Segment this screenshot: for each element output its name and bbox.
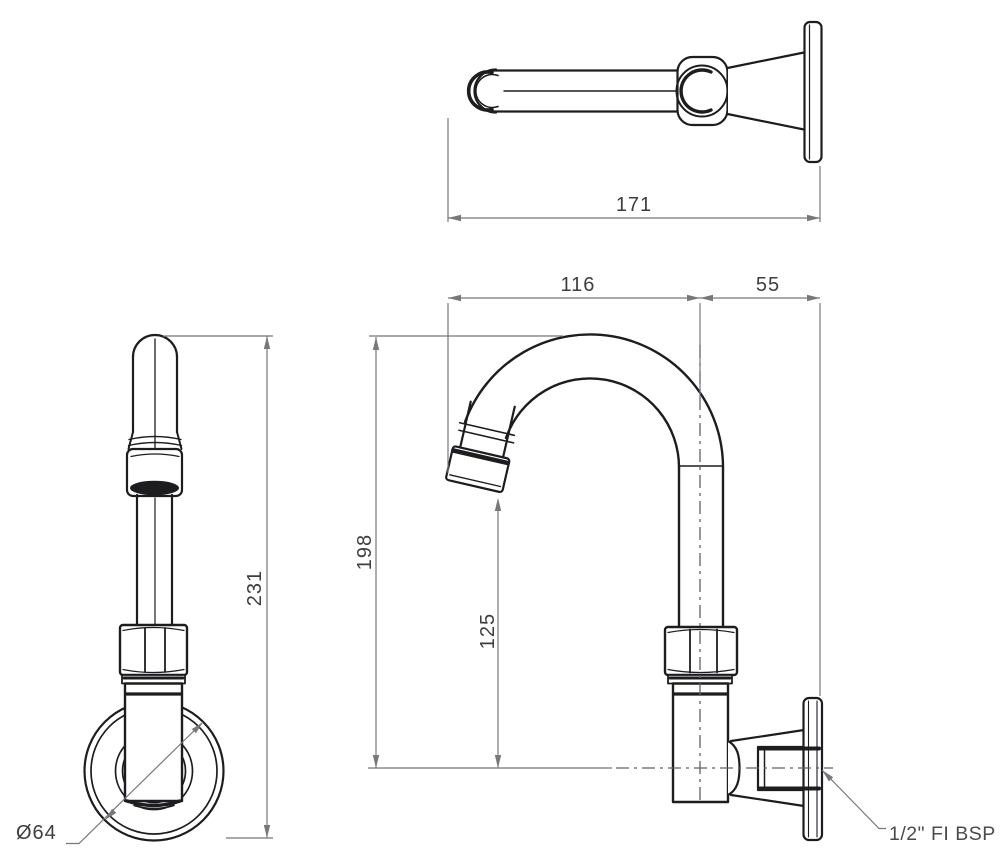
centerlines	[616, 345, 833, 800]
front-view-washer	[121, 674, 186, 685]
front-view-aerator-collar	[125, 447, 184, 498]
dim-overall-height: 231	[163, 335, 273, 839]
arrow-up-icon	[263, 336, 271, 349]
front-view: 231 Ø64	[16, 333, 273, 845]
arrow-down-icon	[263, 825, 271, 838]
arrow-leader-icon	[822, 770, 834, 782]
front-view-hex-nut	[118, 623, 189, 677]
arrow-diagonal-icon	[105, 808, 117, 820]
dim-flange-diameter: Ø64	[16, 721, 204, 845]
dim-label-wall-offset: 55	[756, 274, 780, 296]
outlet-opening	[130, 480, 179, 496]
dim-outlet-clearance: 125	[368, 498, 612, 769]
dim-label-spout-projection: 171	[616, 194, 652, 216]
arrow-diagonal-icon	[191, 722, 203, 734]
arrow-down-icon	[372, 755, 380, 768]
dim-height-to-top: 198	[354, 335, 563, 768]
dim-label-outlet-clearance: 125	[477, 613, 499, 649]
arrow-left-icon	[448, 214, 461, 222]
arrow-right-icon	[687, 294, 700, 302]
arrow-down-icon	[494, 755, 502, 768]
top-view-wall-bracket	[726, 20, 823, 164]
dim-label-height-to-top: 198	[354, 534, 376, 570]
side-view-outlet-nozzle	[445, 400, 516, 494]
side-view-hex-nut	[663, 625, 739, 677]
arrow-up-icon	[494, 498, 502, 511]
arrow-left-icon	[700, 294, 713, 302]
side-view-wall-bracket	[727, 696, 824, 842]
arrow-up-icon	[372, 337, 380, 350]
dim-label-overall-height: 231	[244, 570, 266, 606]
arrow-right-icon	[807, 294, 820, 302]
top-view-outlet-cap	[466, 68, 499, 114]
front-view-outlet-rings	[127, 431, 183, 450]
side-view-gooseneck	[463, 333, 725, 630]
dim-label-flange-diameter: Ø64	[16, 822, 57, 844]
annotation-connection: 1/2" FI BSP	[821, 769, 996, 845]
arrow-left-icon	[448, 294, 461, 302]
dim-reach-and-offset: 116 55	[447, 274, 821, 696]
front-view-lower-tube	[135, 493, 174, 628]
dim-spout-projection: 171	[447, 118, 821, 222]
side-view-wall-plate	[802, 696, 824, 842]
front-view-body	[123, 682, 184, 810]
top-view-wall-plate	[803, 20, 823, 164]
front-view-upper-tube	[131, 333, 179, 485]
dim-label-reach-to-outlet: 116	[561, 274, 596, 296]
arrow-right-icon	[807, 214, 820, 222]
top-view: 171	[447, 20, 823, 222]
side-view: 116 55 198 125 1/2" FI BSP	[354, 274, 996, 845]
connection-size-label: 1/2" FI BSP	[889, 823, 996, 845]
